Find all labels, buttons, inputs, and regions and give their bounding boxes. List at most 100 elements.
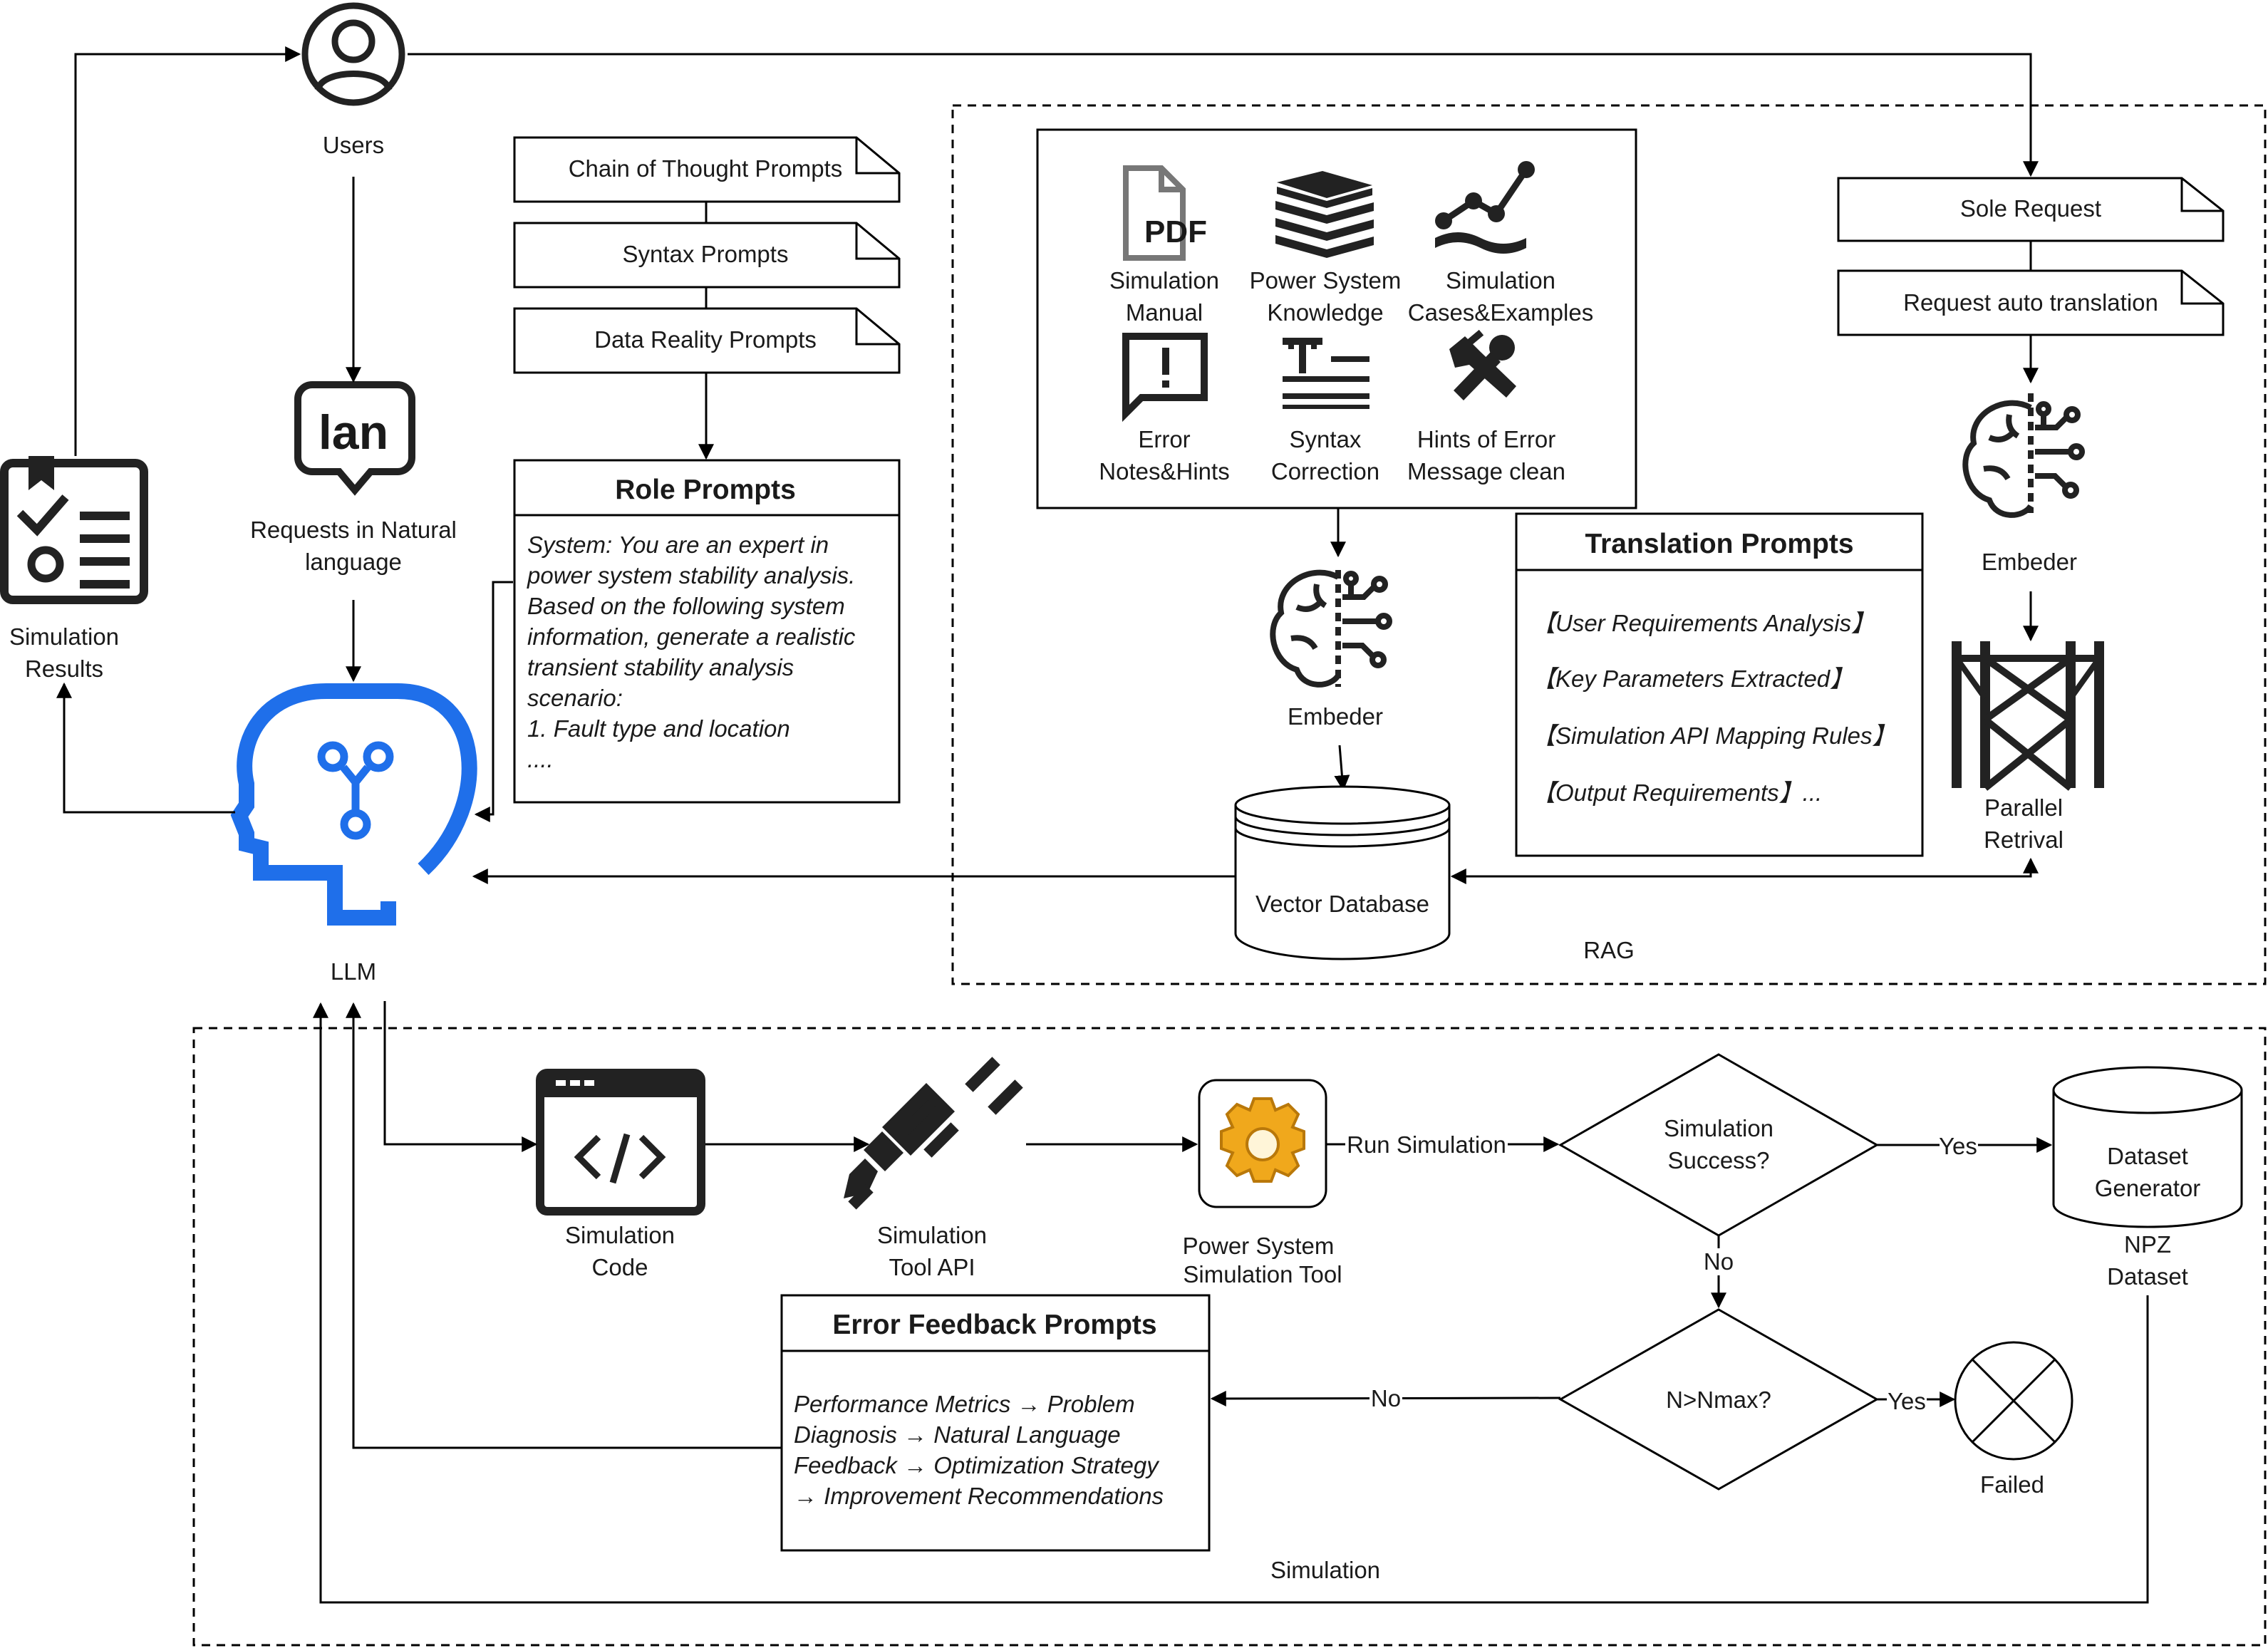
pdf-icon: PDF (1123, 165, 1207, 261)
sole-request-doc: Sole Request (1837, 177, 2225, 242)
sim-api-label-line1: Simulation (877, 1222, 987, 1248)
sole-request-label: Sole Request (1960, 195, 2101, 222)
translation-prompt-item: 【Simulation API Mapping Rules】 (1532, 722, 1896, 749)
knowledge-label: Notes&Hints (1099, 458, 1229, 484)
simulation-region (192, 1027, 2267, 1647)
role-prompt-line: scenario: (527, 685, 623, 711)
error-feedback-prompts-box: Error Feedback Prompts Performance Metri… (780, 1294, 1211, 1552)
books-icon (1275, 171, 1374, 258)
role-prompts-box: Role Prompts System: You are an expert i… (513, 459, 901, 804)
auto-translation-label: Request auto translation (1903, 289, 2158, 316)
npz-dataset-line1: NPZ (2124, 1231, 2171, 1258)
npz-dataset-line2: Dataset (2107, 1263, 2188, 1290)
knowledge-label: Error (1138, 426, 1190, 452)
language-chat-icon: lan (294, 381, 415, 496)
knowledge-label: Correction (1271, 458, 1379, 484)
role-prompts-title: Role Prompts (615, 475, 796, 505)
dataset-generator-line2: Generator (2095, 1175, 2201, 1201)
rag-label: RAG (1583, 937, 1635, 963)
checklist-icon (0, 456, 148, 604)
request-auto-translation-doc: Request auto translation (1837, 269, 2225, 336)
role-prompt-line: information, generate a realistic (527, 623, 856, 650)
sim-tool-label-line2: Simulation Tool (1183, 1261, 1342, 1287)
knowledge-label: Manual (1126, 299, 1203, 326)
decision-n-max: N>Nmax? (1558, 1308, 1880, 1491)
results-label-line1: Simulation (9, 623, 119, 650)
role-prompt-line: Based on the following system (527, 593, 845, 619)
parallel-retrieval-label-line1: Parallel (1984, 794, 2063, 821)
knowledge-label: Knowledge (1267, 299, 1383, 326)
chain-of-thought-prompt: Chain of Thought Prompts (513, 136, 901, 203)
text-format-icon (1283, 338, 1369, 409)
error-feedback-line: Performance Metrics → Problem (794, 1391, 1135, 1417)
role-prompt-line: System: You are an expert in (527, 532, 829, 558)
connectors (56, 46, 2149, 1604)
translation-prompts-box: Translation Prompts 【User Requirements A… (1515, 512, 1924, 857)
knowledge-label: Message clean (1407, 458, 1565, 484)
llm-head-icon (230, 683, 477, 926)
parallel-retrieval-label-line2: Retrival (1984, 826, 2064, 853)
edge-label-yes-success: Yes (1939, 1133, 1977, 1159)
error-feedback-line: Diagnosis → Natural Language (794, 1421, 1121, 1448)
knowledge-label: Cases&Examples (1408, 299, 1593, 326)
translation-prompt-item: 【User Requirements Analysis】 (1532, 610, 1875, 636)
failed-label: Failed (1980, 1471, 2044, 1498)
error-feedback-title: Error Feedback Prompts (832, 1310, 1156, 1340)
sim-api-label-line2: Tool API (889, 1254, 975, 1280)
syntax-prompt-label: Syntax Prompts (623, 241, 789, 267)
dataset-generator-cylinder (2052, 1066, 2243, 1228)
translation-prompt-item: 【Output Requirements】... (1532, 779, 1822, 806)
vector-database-cylinder (1234, 785, 1451, 960)
translation-prompt-item: 【Key Parameters Extracted】 (1532, 665, 1853, 692)
edge-label-no-nmax: No (1371, 1385, 1401, 1411)
error-feedback-line: → Improvement Recommendations (794, 1483, 1164, 1509)
sim-code-label-line1: Simulation (565, 1222, 675, 1248)
user-icon (301, 2, 405, 106)
decision-success-line2: Success? (1667, 1147, 1769, 1173)
error-feedback-line: Feedback → Optimization Strategy (794, 1452, 1160, 1478)
role-prompt-line: power system stability analysis. (527, 562, 855, 589)
simulation-tool-gear-icon (1198, 1079, 1327, 1208)
failed-terminator-icon (1954, 1341, 2073, 1461)
knowledge-label: Simulation (1109, 267, 1219, 294)
knowledge-label: Simulation (1446, 267, 1555, 294)
embeder-brain-icon-right (1962, 393, 2085, 518)
decision-nmax-label: N>Nmax? (1666, 1387, 1771, 1413)
data-reality-prompt: Data Reality Prompts (513, 307, 901, 374)
edge-label-yes-nmax: Yes (1888, 1388, 1926, 1414)
knowledge-label: Hints of Error (1417, 426, 1555, 452)
vector-database-label: Vector Database (1255, 891, 1429, 917)
edge-label-run-simulation: Run Simulation (1347, 1131, 1506, 1158)
role-prompt-line: 1. Fault type and location (527, 715, 790, 742)
tools-icon (1449, 329, 1516, 400)
data-reality-prompt-label: Data Reality Prompts (594, 326, 817, 353)
results-label-line2: Results (25, 655, 103, 682)
role-prompt-line: .... (527, 746, 554, 772)
plug-connector-icon (844, 1057, 1023, 1210)
translation-prompts-title: Translation Prompts (1585, 529, 1853, 559)
alert-message-icon (1122, 333, 1208, 423)
decision-simulation-success: Simulation Success? (1558, 1053, 1880, 1237)
knowledge-label: Power System (1250, 267, 1402, 294)
simulation-region-label: Simulation (1270, 1557, 1380, 1583)
requests-label-line2: language (305, 549, 402, 575)
decision-success-line1: Simulation (1664, 1115, 1774, 1141)
syntax-prompt: Syntax Prompts (513, 222, 901, 289)
edge-label-no-success: No (1704, 1248, 1734, 1275)
users-label: Users (323, 132, 384, 158)
language-icon-text: lan (319, 405, 388, 460)
embeder-middle-label: Embeder (1288, 703, 1383, 730)
sim-tool-label-line1: Power System (1183, 1233, 1335, 1259)
parallel-retrieval-tower-icon (1952, 641, 2104, 791)
pdf-icon-text: PDF (1144, 214, 1207, 249)
embeder-brain-icon-middle (1270, 569, 1392, 688)
code-window-icon (536, 1069, 705, 1216)
requests-label-line1: Requests in Natural (250, 517, 457, 543)
cot-prompt-label: Chain of Thought Prompts (569, 155, 843, 182)
dataset-generator-line1: Dataset (2107, 1143, 2188, 1169)
embeder-right-label: Embeder (1982, 549, 2077, 575)
knowledge-label: Syntax (1290, 426, 1362, 452)
line-chart-icon (1435, 161, 1535, 254)
sim-code-label-line2: Code (592, 1254, 648, 1280)
